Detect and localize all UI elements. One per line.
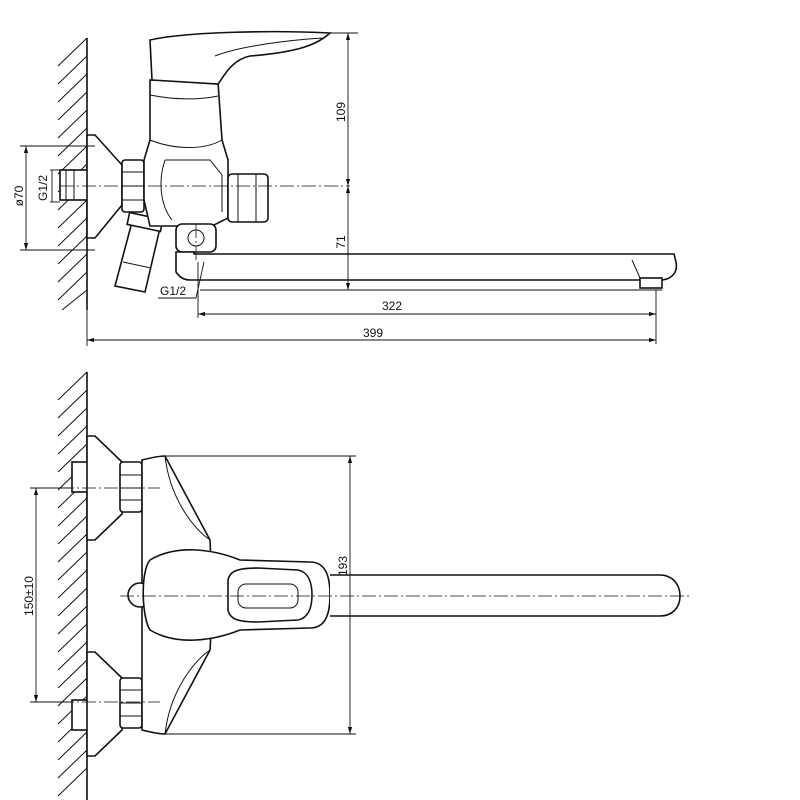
dim-322: 322 bbox=[197, 262, 657, 344]
wall-hatching-bottom bbox=[57, 371, 88, 800]
spout-side bbox=[175, 251, 678, 281]
label-109: 109 bbox=[334, 102, 348, 122]
handle-lever-side bbox=[149, 30, 332, 85]
flange-top bbox=[86, 134, 123, 239]
label-322: 322 bbox=[382, 299, 402, 313]
dim-71: 71 bbox=[200, 186, 662, 291]
union-nut bbox=[227, 173, 269, 223]
dim-150: 150±10 bbox=[22, 487, 72, 703]
label-diameter-70: ø70 bbox=[12, 185, 26, 206]
label-71: 71 bbox=[334, 235, 348, 249]
dim-193: 193 bbox=[165, 455, 356, 735]
mixer-body-side bbox=[143, 79, 229, 227]
top-view: 150±10 193 bbox=[22, 371, 690, 800]
label-thread-inlet: G1/2 bbox=[36, 175, 50, 201]
label-193: 193 bbox=[336, 556, 350, 576]
handle-lever-top bbox=[142, 549, 331, 641]
side-view: 109 71 322 399 ø70 bbox=[12, 30, 678, 346]
label-399: 399 bbox=[363, 326, 383, 340]
dim-diameter-70: ø70 bbox=[12, 145, 95, 251]
inlet-lower bbox=[71, 651, 143, 757]
inlet-pipe bbox=[59, 169, 89, 201]
label-150: 150±10 bbox=[22, 576, 36, 616]
dim-thread-inlet: G1/2 bbox=[36, 169, 60, 203]
dim-thread-outlet: G1/2 bbox=[158, 261, 205, 299]
dim-109: 109 bbox=[330, 32, 358, 186]
spout-top bbox=[330, 574, 681, 617]
label-thread-outlet: G1/2 bbox=[160, 284, 186, 298]
dim-399: 399 bbox=[86, 310, 656, 346]
